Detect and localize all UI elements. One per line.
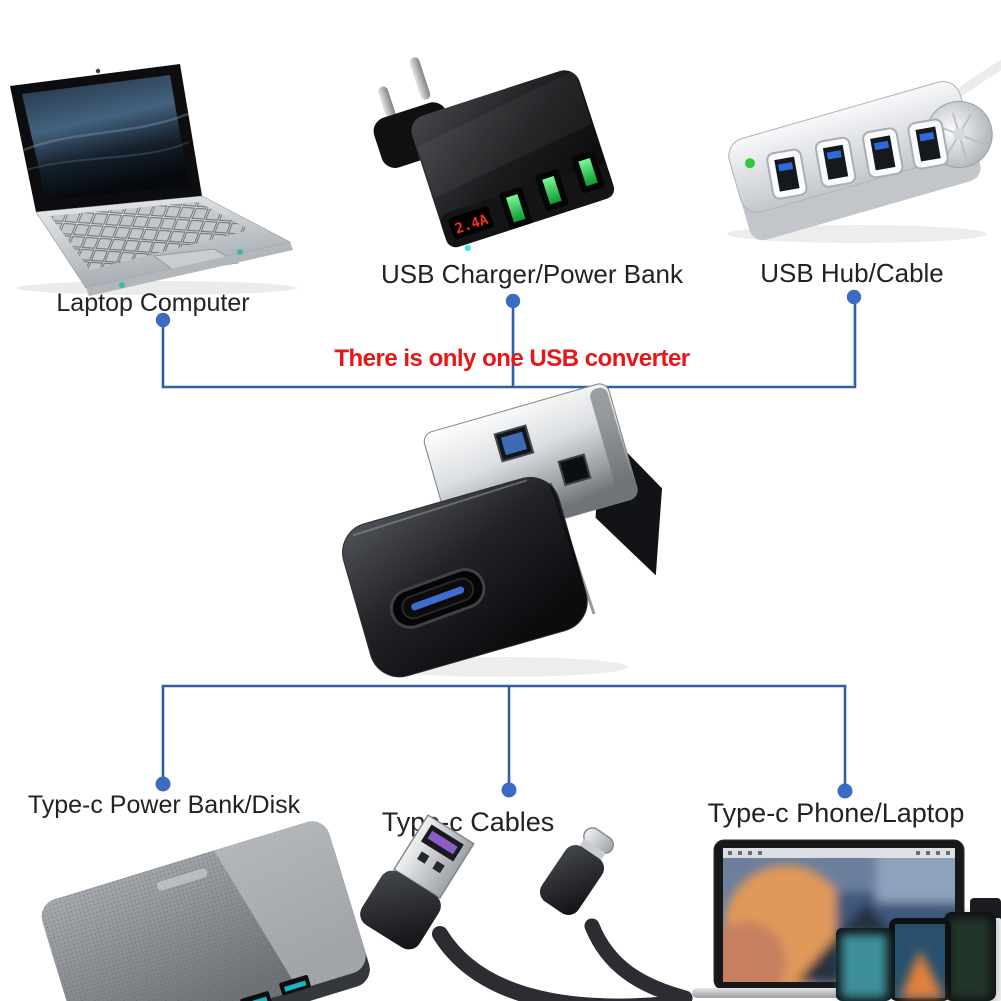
top-connector-line (161, 304, 857, 389)
braided-cables (432, 918, 693, 1001)
label-usb-charger: USB Charger/Power Bank (380, 259, 684, 289)
label-usb-hub: USB Hub/Cable (760, 258, 944, 288)
power-bank-ports: 100 (240, 975, 311, 1001)
usb-charger-photo: 2.4A (372, 38, 652, 260)
usb-a-connector (360, 814, 475, 950)
laptop-photo (2, 58, 297, 296)
label-typec-cables: Type-c Cables (381, 807, 555, 837)
usb-converter-photo (328, 383, 673, 685)
label-typec-phone-laptop: Type-c Phone/Laptop (707, 798, 965, 828)
usb-c-connector (539, 827, 615, 916)
connector-dots (155, 289, 862, 799)
hub-power-led (744, 158, 755, 169)
usb-hub-photo (712, 52, 1001, 260)
label-typec-power-bank: Type-c Power Bank/Disk (27, 791, 301, 819)
type-c-cables-photo (340, 814, 693, 1001)
charger-plug-pin (409, 57, 431, 100)
phone-laptop-photo (686, 832, 1001, 1001)
charger-led-display (448, 206, 494, 240)
hub-usb-ports (766, 118, 949, 200)
bottom-connector-line (161, 684, 847, 784)
laptop-screen (22, 75, 189, 200)
banner-only-one-usb-converter: There is only one USB converter (334, 345, 690, 372)
phones (836, 898, 1001, 1001)
power-bank-photo: 100 (15, 815, 371, 1001)
charger-usb-ports (499, 151, 605, 230)
converter-usba-window2 (557, 453, 592, 487)
laptop-touchpad (152, 248, 240, 273)
charger-indicator-led (464, 245, 471, 252)
converter-usba-window (493, 424, 535, 463)
converter-typec-port (389, 568, 486, 629)
laptop-keyboard (50, 202, 250, 270)
